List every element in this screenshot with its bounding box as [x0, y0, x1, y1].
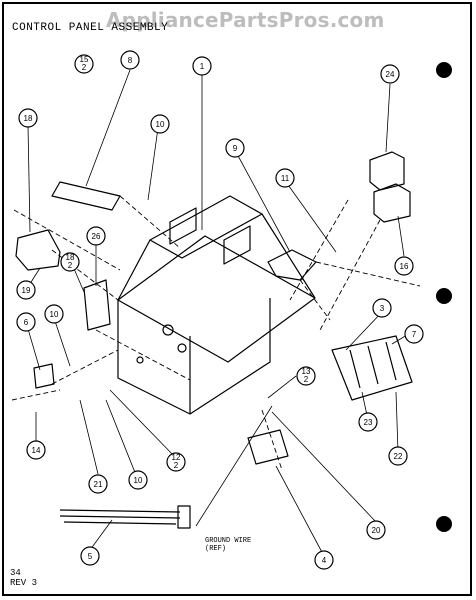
callout-10-top: 10	[150, 114, 170, 134]
callout-19: 19	[16, 280, 36, 300]
harness-connector	[177, 505, 191, 529]
callout-3: 3	[372, 298, 392, 318]
callout-7: 7	[404, 324, 424, 344]
svg-text:4: 4	[322, 556, 327, 565]
svg-text:2: 2	[174, 461, 179, 470]
callout-1: 1	[192, 56, 212, 76]
page-footer: 34 REV 3	[10, 568, 37, 588]
svg-text:26: 26	[92, 232, 101, 241]
plate-part-8	[51, 181, 121, 211]
callout-9: 9	[225, 138, 245, 158]
svg-text:10: 10	[156, 120, 165, 129]
svg-text:9: 9	[233, 144, 238, 153]
relay-group	[331, 335, 413, 401]
explode-lines	[11, 195, 421, 471]
binder-hole-top	[436, 62, 452, 78]
callout-26: 26	[86, 226, 106, 246]
relay-dividers	[349, 341, 397, 389]
rocker-part-6	[33, 363, 55, 389]
svg-text:22: 22	[394, 452, 403, 461]
bracket-part-18	[15, 229, 61, 271]
callouts: 1 8 10 9 11 24 16 152 18 26 182 19 6 10 …	[16, 50, 424, 570]
svg-text:2: 2	[82, 63, 87, 72]
box-part-24	[369, 151, 405, 191]
svg-text:10: 10	[50, 310, 59, 319]
svg-text:14: 14	[32, 446, 41, 455]
svg-text:20: 20	[372, 526, 381, 535]
callout-4: 4	[314, 550, 334, 570]
diagram-title: CONTROL PANEL ASSEMBLY	[12, 22, 169, 34]
box-part-16	[373, 183, 411, 223]
svg-text:16: 16	[400, 262, 409, 271]
callout-11: 11	[275, 168, 295, 188]
callout-15: 152	[74, 54, 94, 74]
binder-hole-bottom	[436, 516, 452, 532]
callout-5: 5	[80, 546, 100, 566]
leader-lines	[25, 69, 413, 557]
svg-text:15: 15	[80, 55, 89, 64]
svg-text:3: 3	[380, 304, 385, 313]
callout-21: 21	[88, 474, 108, 494]
page-border	[2, 2, 472, 596]
svg-text:13: 13	[302, 367, 311, 376]
wire-harness-part-5	[59, 509, 181, 525]
ground-wire-text: GROUND WIRE	[205, 537, 252, 545]
svg-text:18: 18	[24, 114, 33, 123]
callout-12: 122	[166, 452, 186, 472]
svg-text:2: 2	[68, 261, 73, 270]
svg-text:19: 19	[22, 286, 31, 295]
callout-18: 18	[18, 108, 38, 128]
svg-text:7: 7	[412, 330, 417, 339]
svg-text:10: 10	[134, 476, 143, 485]
svg-text:1: 1	[200, 62, 205, 71]
callout-14: 14	[26, 440, 46, 460]
ground-wire-label: GROUND WIRE (REF)	[205, 537, 251, 553]
callout-24: 24	[380, 64, 400, 84]
svg-text:2: 2	[304, 375, 309, 384]
page-number: 34	[10, 568, 21, 578]
revision: REV 3	[10, 578, 38, 588]
callout-22: 22	[388, 446, 408, 466]
svg-text:12: 12	[172, 453, 181, 462]
svg-text:8: 8	[128, 56, 133, 65]
svg-text:23: 23	[364, 418, 373, 427]
svg-text:21: 21	[94, 480, 103, 489]
svg-text:5: 5	[88, 552, 93, 561]
ground-wire-ref: (REF)	[205, 545, 227, 553]
callout-6: 6	[16, 312, 36, 332]
callout-16: 16	[394, 256, 414, 276]
watermark: AppliancePartsPros.com	[106, 8, 385, 32]
svg-text:24: 24	[386, 70, 395, 79]
callout-10-bottom: 10	[128, 470, 148, 490]
callout-23: 23	[358, 412, 378, 432]
transformer-part-9	[267, 249, 317, 281]
callout-20: 20	[366, 520, 386, 540]
chassis-part-1	[117, 195, 316, 415]
callout-8: 8	[120, 50, 140, 70]
svg-text:18: 18	[66, 253, 75, 262]
switch-part-25	[83, 279, 111, 331]
svg-text:6: 6	[24, 318, 29, 327]
callout-15-mid: 182	[60, 252, 80, 272]
callout-13: 132	[296, 366, 316, 386]
callout-10-left: 10	[44, 304, 64, 324]
terminal-block-part-4	[247, 429, 289, 465]
binder-hole-middle	[436, 288, 452, 304]
svg-text:11: 11	[281, 174, 290, 183]
